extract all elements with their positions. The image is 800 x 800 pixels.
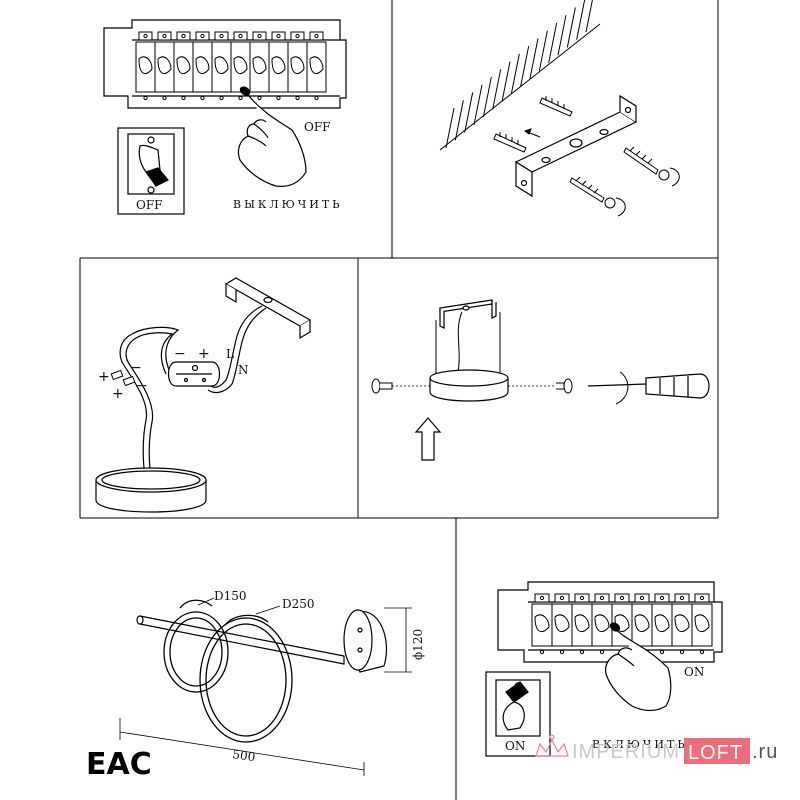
hatch-line (566, 7, 576, 48)
breaker-state-label: OFF (304, 120, 331, 134)
breaker-module (192, 31, 213, 101)
hatch-line (454, 100, 464, 141)
watermark-badge (684, 738, 750, 764)
watermark-brand: IMPERIUM (572, 741, 680, 763)
dimension-large-ring: D250 (282, 597, 315, 611)
breaker-module (691, 593, 713, 655)
ring-large (199, 614, 293, 743)
switch-off-instruction: ВЫКЛЮЧИТЬ (233, 198, 343, 211)
ring-small (163, 599, 229, 693)
breaker-state-label: ON (684, 665, 704, 679)
hatch-line (538, 30, 548, 71)
dimension-small-ring: D150 (214, 589, 247, 603)
hatch-line (548, 22, 558, 64)
breaker-row (531, 593, 713, 655)
polarity-minus: − (174, 346, 186, 362)
dimension-lines (119, 597, 412, 776)
wire-connector-icon (110, 369, 136, 387)
lamp-rod (136, 615, 345, 665)
wire-label-n: N (238, 363, 249, 377)
mounting-bracket (439, 299, 497, 329)
switch-state-label: OFF (136, 198, 163, 212)
hatch-line (557, 15, 567, 56)
wall-switch (485, 671, 551, 757)
step4-attach-base (371, 299, 710, 461)
breaker-module (671, 593, 693, 655)
watermark-domain: .ru (752, 741, 778, 763)
screw-icon (371, 378, 573, 394)
wall-hatching (445, 0, 593, 149)
polarity-plus: + (112, 386, 124, 402)
terminal-block (167, 361, 221, 387)
hand-icon (237, 86, 307, 187)
breaker-module (306, 31, 327, 101)
hatch-line (473, 84, 483, 125)
step5-dimensions: D150 D250 ϕ120 500 ЕАС (86, 589, 425, 782)
breaker-module (631, 593, 653, 655)
canopy (343, 609, 388, 673)
breaker-row (135, 31, 327, 101)
hatch-line (576, 0, 586, 40)
lamp-base (95, 467, 207, 513)
rotate-arrow-icon (615, 167, 680, 217)
up-arrow-icon (414, 417, 442, 461)
direction-arrow-icon (523, 128, 541, 138)
breaker-module (249, 31, 270, 101)
switch-state-label: ON (505, 739, 525, 753)
connection-cable (435, 311, 501, 378)
hatch-line (482, 76, 492, 118)
hatch-line (445, 107, 455, 149)
breaker-module (551, 593, 573, 655)
wire-label-l: L (226, 347, 234, 361)
eac-mark: ЕАС (86, 747, 152, 782)
breaker-module (173, 31, 194, 101)
crown-icon (535, 734, 569, 757)
lamp-base (429, 369, 509, 402)
mounting-bracket (224, 277, 312, 340)
step1-switch-off: OFF OFF ВЫКЛЮЧИТЬ (103, 19, 347, 215)
hatch-line (510, 53, 520, 94)
breaker-module (154, 31, 175, 101)
hatch-line (464, 92, 474, 133)
polarity-minus: − (130, 360, 142, 376)
polarity-minus: − (136, 378, 148, 394)
wall-switch (117, 127, 185, 215)
breaker-module (591, 593, 613, 655)
switch-on-instruction: ВКЛЮЧИТЬ (592, 738, 688, 751)
step2-mount-bracket (439, 0, 680, 217)
step3-wiring: + − + − + − L N (95, 277, 312, 513)
mounting-bracket (514, 94, 638, 198)
rotate-arrow-icon (615, 371, 629, 405)
breaker-module (571, 593, 593, 655)
polarity-plus: + (198, 346, 210, 362)
watermark: IMPERIUM LOFT .ru (535, 734, 778, 764)
hand-icon (605, 622, 672, 712)
hatch-line (492, 69, 502, 110)
breaker-module (211, 31, 232, 101)
screw-icon (569, 146, 670, 209)
breaker-module (135, 31, 156, 101)
wall-plug-icon (493, 96, 573, 153)
screwdriver-icon (587, 373, 710, 399)
step6-switch-on: ON ON ВКЛЮЧИТЬ (485, 581, 723, 757)
watermark-loft: LOFT (688, 742, 743, 764)
hatch-line (529, 38, 539, 79)
breaker-module (268, 31, 289, 101)
dimension-canopy: ϕ120 (411, 629, 425, 660)
dimension-length: 500 (232, 747, 257, 764)
connection-cable (119, 305, 267, 489)
polarity-plus: + (98, 369, 110, 385)
breaker-module (287, 31, 308, 101)
hatch-line (585, 0, 593, 33)
panel-grid (79, 0, 719, 800)
hatch-line (520, 46, 530, 87)
wall-surface-line (439, 23, 601, 151)
hatch-line (501, 61, 511, 102)
